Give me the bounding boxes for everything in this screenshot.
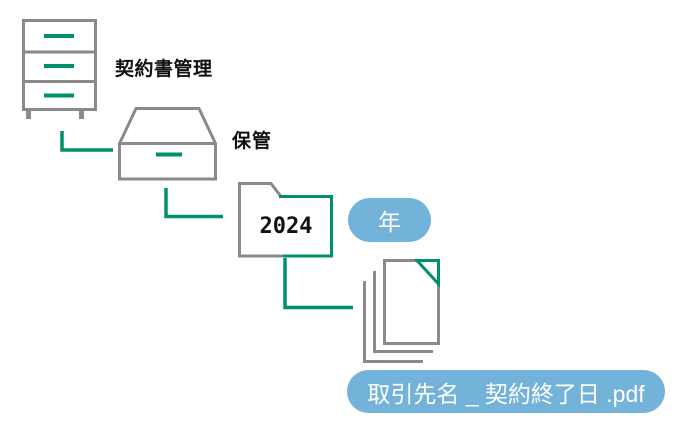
cabinet-label: 契約書管理 [115, 59, 213, 80]
storage-drawer-icon [118, 107, 217, 181]
folder-year-label: 2024 [259, 214, 313, 239]
year-badge: 年 [348, 198, 431, 242]
connector-cabinet-to-storage [60, 131, 113, 152]
document-stack-icon [363, 259, 440, 363]
filename-badge: 取引先名 _ 契約終了日 .pdf [347, 370, 665, 413]
folder-icon [238, 182, 333, 258]
storage-label: 保管 [232, 131, 273, 152]
connector-folder-to-files [283, 258, 353, 310]
connector-storage-to-folder [164, 188, 223, 219]
filing-cabinet-icon [22, 19, 97, 119]
